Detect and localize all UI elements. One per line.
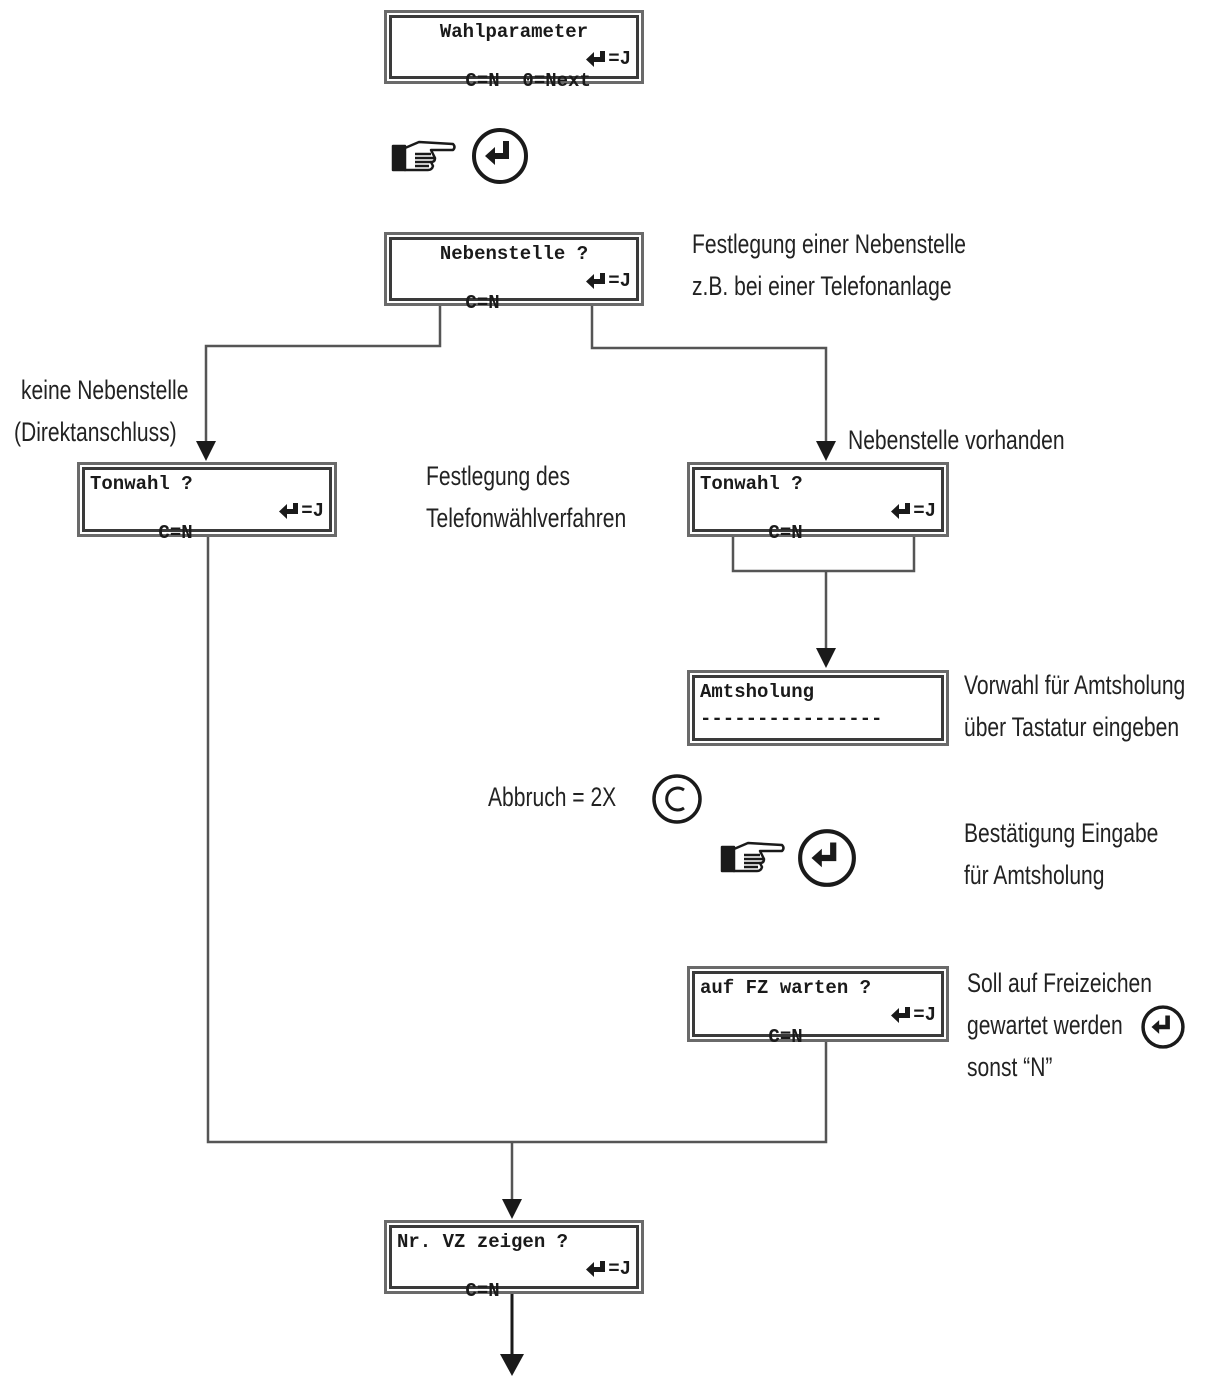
line-left-down bbox=[206, 537, 512, 1144]
lcd-line-2-left: C=N 0=Next bbox=[465, 70, 591, 92]
note-line: Soll auf Freizeichen bbox=[967, 968, 1152, 998]
lcd-line-2: ---------------- bbox=[700, 708, 883, 730]
enter-key-icon bbox=[586, 51, 606, 67]
lcd-line-1: Nebenstelle ? bbox=[439, 243, 589, 265]
lcd-line-1: Nr. VZ zeigen ? bbox=[397, 1231, 569, 1253]
note-waehlverfahren: Festlegung des Telefonwählverfahren bbox=[426, 455, 626, 539]
note-nebenstelle-description: Festlegung einer Nebenstelle z.B. bei ei… bbox=[692, 223, 966, 307]
note-line: Festlegung einer Nebenstelle bbox=[692, 229, 966, 259]
lcd-line-2-left: C=N bbox=[465, 1280, 500, 1302]
lcd-line-2-right: =J bbox=[890, 500, 936, 522]
enter-equals-label: =J bbox=[913, 500, 936, 522]
arrowhead bbox=[816, 648, 836, 668]
enter-equals-label: =J bbox=[913, 1004, 936, 1026]
lcd-nebenstelle: Nebenstelle ? C=N =J bbox=[384, 232, 644, 314]
lcd-wahlparameter: Wahlparameter C=N 0=Next =J bbox=[384, 10, 644, 92]
lcd-line-2: C=N =J bbox=[397, 270, 631, 358]
note-line: Abbruch = 2X bbox=[488, 782, 617, 812]
note-nebenstelle-vorhanden: Nebenstelle vorhanden bbox=[848, 419, 1065, 461]
note-bestaetigung: Bestätigung Eingabe für Amtsholung bbox=[964, 812, 1158, 896]
note-line: (Direktanschluss) bbox=[14, 417, 177, 447]
pointing-hand-icon bbox=[720, 841, 785, 873]
note-line: Nebenstelle vorhanden bbox=[848, 425, 1065, 455]
lcd-line-2: C=N =J bbox=[700, 500, 936, 588]
lcd-amtsholung: Amtsholung ---------------- bbox=[687, 670, 949, 746]
enter-key-icon bbox=[586, 1261, 606, 1277]
enter-key-icon bbox=[798, 829, 856, 887]
lcd-line-1: Tonwahl ? bbox=[90, 473, 193, 495]
arrowhead bbox=[196, 441, 216, 461]
lcd-line-2: C=N =J bbox=[90, 500, 324, 588]
lcd-line-2-right: =J bbox=[585, 270, 631, 292]
enter-key-icon bbox=[586, 273, 606, 289]
note-line: keine Nebenstelle bbox=[21, 375, 189, 405]
lcd-line-2: C=N =J bbox=[397, 1258, 631, 1346]
pointing-hand-icon bbox=[391, 140, 456, 172]
lcd-line-2-left: C=N bbox=[158, 522, 193, 544]
line-fz-down bbox=[512, 1042, 828, 1144]
arrowhead bbox=[500, 1354, 524, 1376]
note-line: für Amtsholung bbox=[964, 860, 1105, 890]
lcd-line-2-right: =J bbox=[585, 1258, 631, 1280]
line-tonwahl-merge bbox=[731, 537, 916, 573]
enter-equals-label: =J bbox=[608, 1258, 631, 1280]
enter-key-icon bbox=[891, 503, 911, 519]
lcd-line-2-right: =J bbox=[278, 500, 324, 522]
lcd-line-1: Tonwahl ? bbox=[700, 473, 803, 495]
lcd-line-1: Wahlparameter bbox=[439, 21, 589, 43]
line-no-extension bbox=[204, 306, 442, 445]
lcd-fz-warten: auf FZ warten ? C=N =J bbox=[687, 966, 949, 1048]
lcd-line-2: C=N =J bbox=[700, 1004, 936, 1092]
lcd-line-2-right: =J bbox=[585, 48, 631, 70]
note-line: Vorwahl für Amtsholung bbox=[964, 670, 1186, 700]
note-line: Festlegung des bbox=[426, 461, 571, 491]
c-key-icon bbox=[652, 774, 702, 824]
note-line: gewartet werden bbox=[967, 1010, 1123, 1040]
note-line: z.B. bei einer Telefonanlage bbox=[692, 271, 952, 301]
lcd-line-2-right: =J bbox=[890, 1004, 936, 1026]
enter-key-icon bbox=[472, 128, 528, 184]
lcd-line-1: auf FZ warten ? bbox=[700, 977, 872, 999]
note-line: über Tastatur eingeben bbox=[964, 712, 1180, 742]
line-extension bbox=[590, 306, 828, 445]
lcd-tonwahl-left: Tonwahl ? C=N =J bbox=[77, 462, 337, 544]
lcd-tonwahl-right: Tonwahl ? C=N =J bbox=[687, 462, 949, 544]
note-keine-nebenstelle: keine Nebenstelle (Direktanschluss) bbox=[14, 369, 188, 453]
arrowhead bbox=[502, 1199, 522, 1219]
lcd-vz-zeigen: Nr. VZ zeigen ? C=N =J bbox=[384, 1220, 644, 1302]
enter-equals-label: =J bbox=[608, 270, 631, 292]
arrowhead bbox=[816, 441, 836, 461]
lcd-line-1: Amtsholung bbox=[700, 681, 815, 703]
note-line: Telefonwählverfahren bbox=[426, 503, 627, 533]
lcd-line-2: C=N 0=Next =J bbox=[397, 48, 631, 136]
enter-key-icon bbox=[891, 1007, 911, 1023]
note-line: sonst “N” bbox=[967, 1052, 1053, 1082]
enter-key-icon bbox=[279, 503, 299, 519]
note-freizeichen: Soll auf Freizeichen gewartet werden son… bbox=[967, 962, 1152, 1088]
enter-equals-label: =J bbox=[301, 500, 324, 522]
lcd-line-2-left: C=N bbox=[465, 292, 500, 314]
note-amtsholung-description: Vorwahl für Amtsholung über Tastatur ein… bbox=[964, 664, 1185, 748]
note-line: Bestätigung Eingabe bbox=[964, 818, 1159, 848]
enter-key-icon bbox=[1141, 1005, 1185, 1049]
lcd-line-2-left: C=N bbox=[768, 1026, 803, 1048]
note-abbruch: Abbruch = 2X bbox=[488, 776, 616, 818]
enter-equals-label: =J bbox=[608, 48, 631, 70]
lcd-line-2-left: C=N bbox=[768, 522, 803, 544]
